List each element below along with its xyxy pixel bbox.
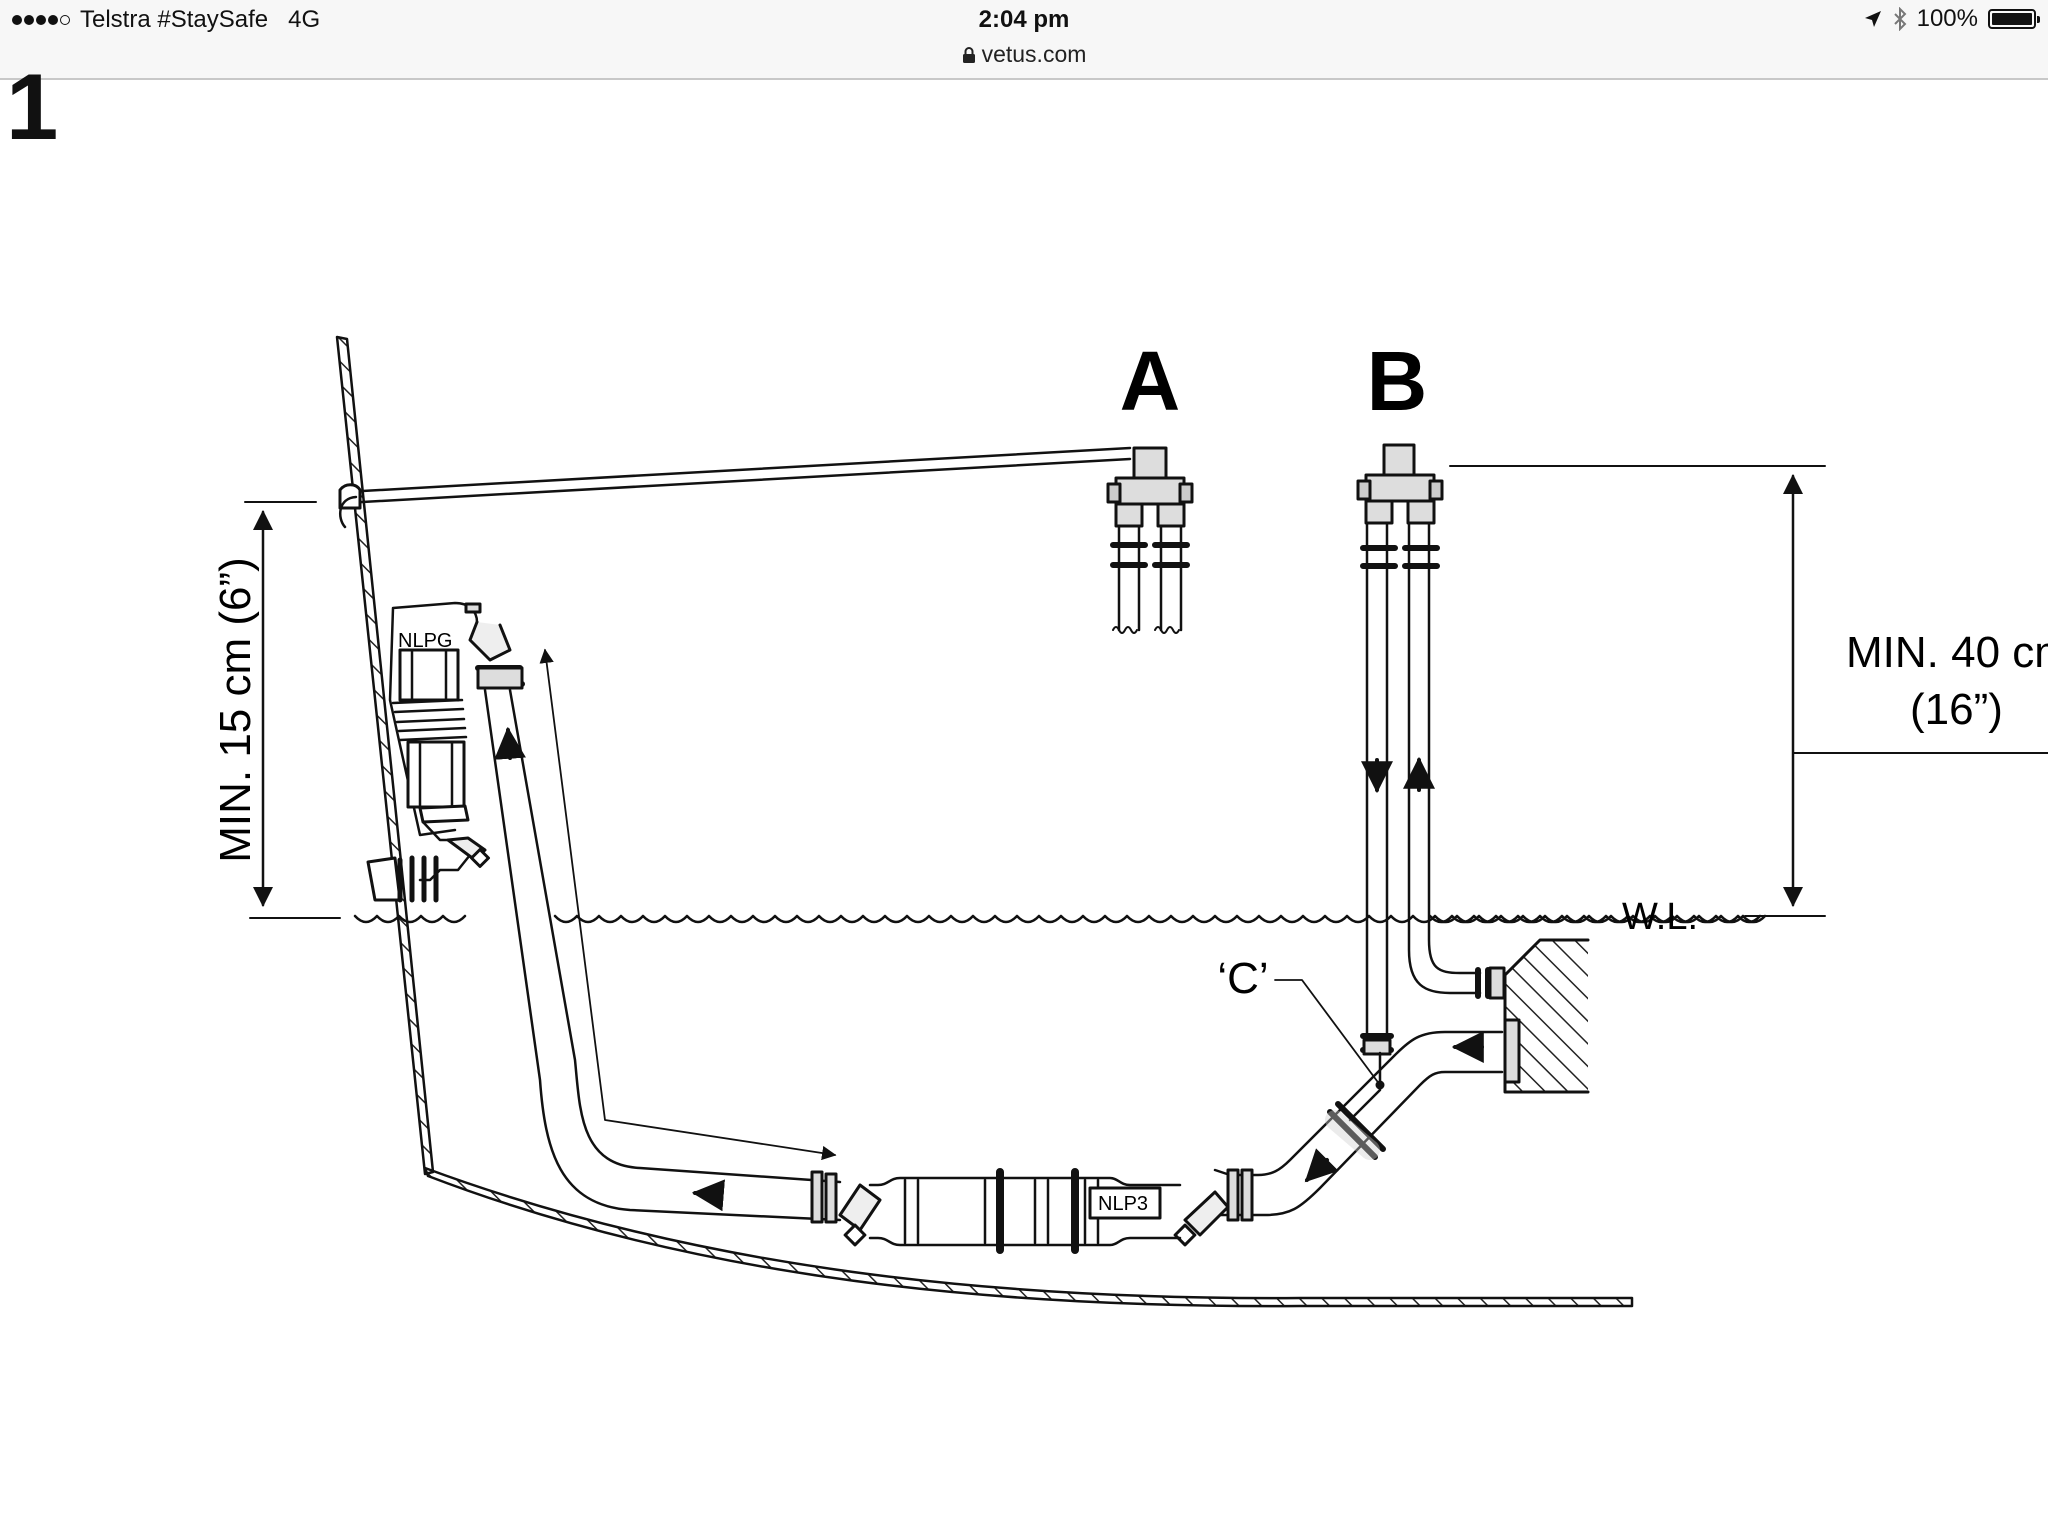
flow-arrow-hose [691,1179,725,1212]
flow-arrow-rise [494,726,527,760]
siphon-valve-b [1356,443,1506,1056]
label-min-left: MIN. 15 cm (6”) [211,557,260,863]
label-c: ‘C’ [1217,954,1268,1003]
exhaust-hose-engine [1228,1018,1521,1217]
label-nlp3: NLP3 [1098,1193,1148,1215]
dimension-left [244,501,341,919]
dimension-right [1449,465,2048,917]
label-c-point [1375,1080,1385,1090]
status-left: Telstra #StaySafe 4G [12,6,320,34]
page-number: 1 [6,60,59,142]
vent-line-a [338,446,1132,529]
location-arrow-icon [1864,11,1881,27]
network-type: 4G [288,6,321,33]
bluetooth-icon [1893,7,1907,31]
rise-dimension-line [539,648,837,1161]
label-nlpg: NLPG [398,630,452,652]
siphon-valve-a [1106,446,1194,634]
battery-icon [1988,9,2040,29]
address-bar[interactable]: vetus.com [0,41,2048,68]
label-b: B [1367,334,1428,428]
label-c-leader [1274,979,1381,1086]
flow-arrow-diagonal [1304,1148,1339,1183]
label-a: A [1120,334,1181,428]
battery-percentage: 100% [1916,5,1978,32]
status-bar: Telstra #StaySafe 4G 2:04 pm vetus.com 1… [0,0,2048,80]
clock: 2:04 pm [978,6,1070,33]
nlp3-waterlock [838,1168,1254,1254]
status-right: 100% [1863,5,2040,33]
carrier-name: Telstra #StaySafe [80,6,269,33]
label-waterline: W.L. [1622,896,1698,938]
lock-icon [962,47,975,63]
signal-strength-icon [12,15,72,25]
label-min-right-1: MIN. 40 cm [1846,628,2048,677]
label-min-right-2: (16”) [1910,685,2003,734]
url-text: vetus.com [981,41,1087,67]
nlpg-gooseneck [366,601,512,903]
waterline [353,914,1767,924]
exhaust-hose-rising [475,665,842,1224]
